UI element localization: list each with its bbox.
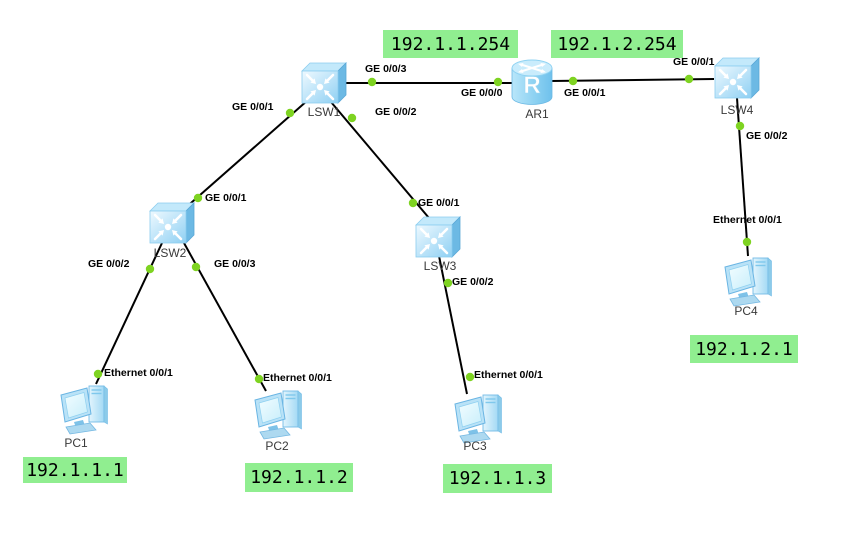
- ip-annotation[interactable]: 192.1.2.254: [551, 30, 683, 58]
- port-label: Ethernet 0/0/1: [263, 372, 332, 384]
- device-lsw1[interactable]: [299, 61, 347, 105]
- switch-icon: [147, 201, 195, 245]
- port-status-dot: [568, 76, 578, 86]
- link-lsw1-lsw2[interactable]: [182, 99, 309, 211]
- switch-icon: [299, 61, 347, 105]
- port-status-dot: [443, 278, 453, 288]
- link-lsw4-pc4[interactable]: [736, 97, 749, 257]
- device-label-ar1: AR1: [525, 107, 549, 121]
- device-label-pc4: PC4: [734, 304, 758, 318]
- device-lsw3[interactable]: [413, 215, 461, 259]
- device-label-lsw2: LSW2: [153, 246, 187, 260]
- device-label-lsw4: LSW4: [720, 103, 754, 117]
- device-pc1[interactable]: [56, 381, 112, 437]
- port-label: Ethernet 0/0/1: [104, 367, 173, 379]
- port-label: GE 0/0/3: [214, 258, 256, 270]
- link-lsw3-pc3[interactable]: [438, 255, 468, 395]
- port-label: GE 0/0/2: [375, 106, 417, 118]
- ip-annotation[interactable]: 192.1.1.2: [245, 463, 353, 492]
- port-label: GE 0/0/2: [746, 130, 788, 142]
- port-status-dot: [408, 198, 418, 208]
- link-lsw1-lsw3[interactable]: [330, 101, 430, 219]
- device-pc4[interactable]: [720, 253, 776, 309]
- device-lsw4[interactable]: [712, 56, 760, 100]
- port-status-dot: [367, 77, 377, 87]
- device-label-pc1: PC1: [64, 436, 88, 450]
- ip-annotation[interactable]: 192.1.1.3: [443, 464, 552, 493]
- port-label: GE 0/0/3: [365, 63, 407, 75]
- port-status-dot: [285, 108, 295, 118]
- port-status-dot: [145, 264, 155, 274]
- port-label: GE 0/0/1: [205, 192, 247, 204]
- port-label: GE 0/0/1: [232, 101, 274, 113]
- ip-annotation[interactable]: 192.1.1.254: [383, 30, 518, 58]
- device-label-pc3: PC3: [463, 439, 487, 453]
- switch-icon: [413, 215, 461, 259]
- port-label: GE 0/0/1: [673, 56, 715, 68]
- port-label: Ethernet 0/0/1: [713, 214, 782, 226]
- port-label: GE 0/0/2: [88, 258, 130, 270]
- device-pc3[interactable]: [450, 390, 506, 446]
- device-pc2[interactable]: [250, 386, 306, 442]
- device-lsw2[interactable]: [147, 201, 195, 245]
- device-label-lsw3: LSW3: [423, 259, 457, 273]
- port-status-dot: [493, 77, 503, 87]
- device-label-lsw1: LSW1: [307, 105, 341, 119]
- port-status-dot: [684, 74, 694, 84]
- device-ar1[interactable]: [510, 58, 554, 106]
- ip-annotation[interactable]: 192.1.1.1: [23, 457, 127, 483]
- port-status-dot: [254, 374, 264, 384]
- port-status-dot: [193, 193, 203, 203]
- router-icon: [510, 58, 554, 106]
- device-label-pc2: PC2: [265, 439, 289, 453]
- pc-icon: [250, 386, 306, 442]
- port-status-dot: [465, 372, 475, 382]
- port-label: GE 0/0/1: [564, 87, 606, 99]
- port-status-dot: [191, 262, 201, 272]
- port-status-dot: [93, 369, 103, 379]
- port-status-dot: [347, 113, 357, 123]
- port-status-dot: [742, 237, 752, 247]
- port-label: GE 0/0/0: [461, 87, 503, 99]
- ip-annotation[interactable]: 192.1.2.1: [690, 335, 798, 363]
- pc-icon: [56, 381, 112, 437]
- switch-icon: [712, 56, 760, 100]
- pc-icon: [720, 253, 776, 309]
- port-label: GE 0/0/1: [418, 197, 460, 209]
- pc-icon: [450, 390, 506, 446]
- port-label: GE 0/0/2: [452, 276, 494, 288]
- port-status-dot: [735, 121, 745, 131]
- port-label: Ethernet 0/0/1: [474, 369, 543, 381]
